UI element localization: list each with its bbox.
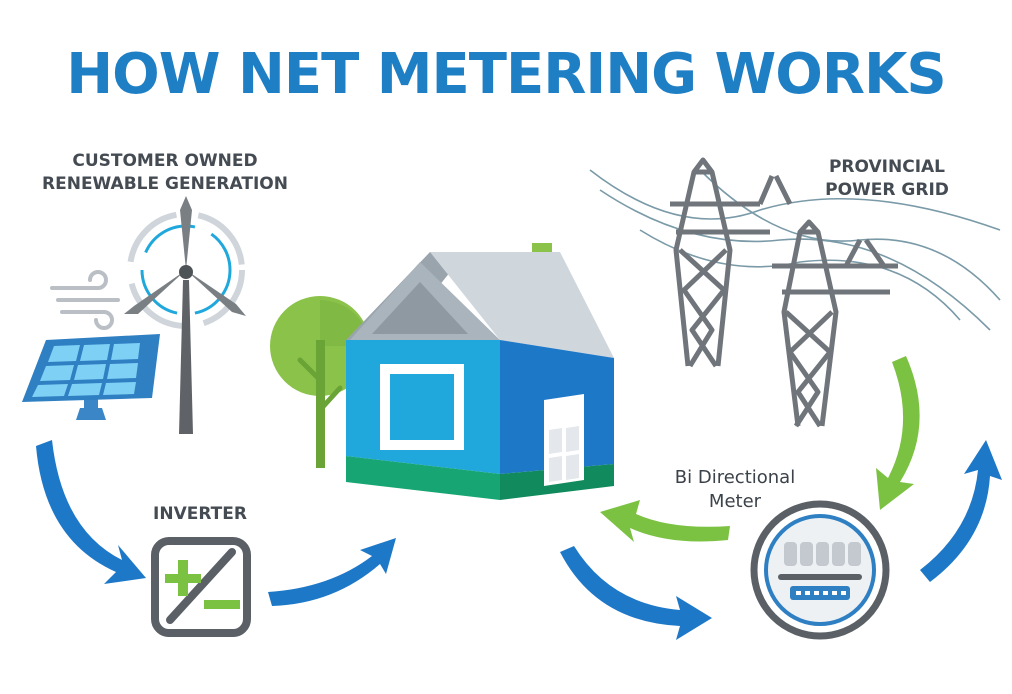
power-grid-label: PROVINCIAL POWER GRID	[812, 156, 962, 202]
solar-panel-icon	[22, 334, 160, 420]
flow-arrow-icon	[36, 356, 1002, 640]
grid-label-line2: POWER GRID	[825, 180, 949, 200]
house-icon	[346, 243, 614, 500]
inverter-icon	[151, 537, 251, 637]
inverter-label: INVERTER	[153, 504, 247, 524]
customer-generation-label: CUSTOMER OWNED RENEWABLE GENERATION	[40, 150, 290, 196]
page-title: HOW NET METERING WORKS	[66, 42, 947, 107]
transmission-tower-icon	[670, 157, 898, 428]
customer-label-line2: RENEWABLE GENERATION	[42, 174, 288, 194]
wind-turbine-icon	[124, 196, 246, 434]
meter-label-line1: Bi Directional	[674, 467, 796, 488]
grid-label-line1: PROVINCIAL	[828, 157, 946, 177]
tree-icon	[270, 296, 370, 468]
customer-label-line1: CUSTOMER OWNED	[72, 151, 258, 171]
bi-directional-meter-icon	[750, 500, 890, 640]
meter-label: Bi Directional Meter	[650, 466, 820, 514]
meter-label-line2: Meter	[708, 491, 762, 512]
wind-gust-icon	[50, 270, 120, 330]
